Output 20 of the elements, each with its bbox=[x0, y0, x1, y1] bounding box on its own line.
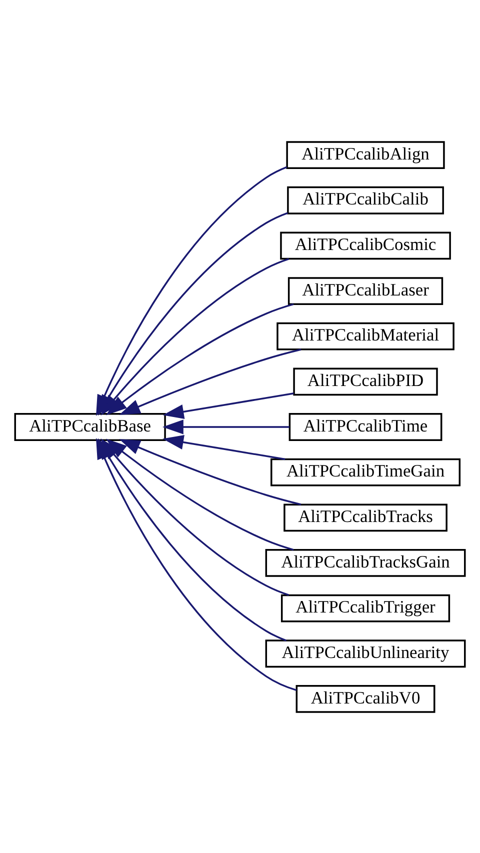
arrow bbox=[119, 438, 302, 505]
node-box: AliTPCcalibTracks bbox=[284, 503, 448, 532]
node-box: AliTPCcalibBase bbox=[14, 412, 166, 440]
node-box: AliTPCcalibPID bbox=[293, 367, 438, 396]
arrow bbox=[162, 392, 294, 418]
node-box: AliTPCcalibTrigger bbox=[280, 594, 450, 622]
node-box: AliTPCcalibV0 bbox=[296, 684, 436, 712]
node-box: AliTPCcalibTime bbox=[288, 412, 442, 440]
node-box: AliTPCcalibTracksGain bbox=[265, 548, 466, 576]
node-box: AliTPCcalibLaser bbox=[288, 276, 444, 304]
node-box: AliTPCcalibUnlinearity bbox=[265, 639, 466, 668]
arrow bbox=[106, 302, 294, 415]
node-box: AliTPCcalibTimeGain bbox=[270, 458, 461, 486]
node-box: AliTPCcalibAlign bbox=[286, 140, 445, 168]
node-box: AliTPCcalibCosmic bbox=[280, 231, 451, 260]
node-box: AliTPCcalibMaterial bbox=[276, 322, 454, 350]
arrow bbox=[162, 434, 286, 460]
arrow bbox=[162, 419, 290, 434]
node-box: AliTPCcalibCalib bbox=[287, 186, 444, 214]
arrow bbox=[119, 348, 302, 414]
